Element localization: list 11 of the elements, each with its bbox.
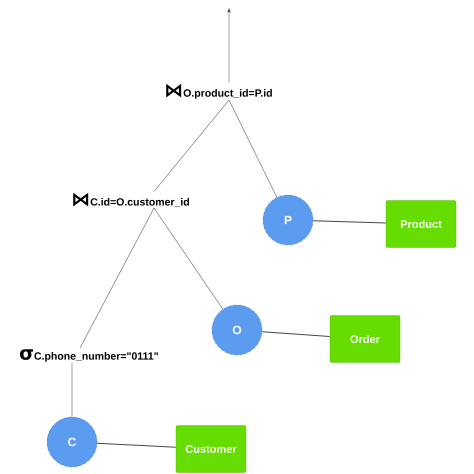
connector-line bbox=[154, 100, 230, 192]
arrow bbox=[227, 8, 231, 83]
connector-line bbox=[312, 220, 386, 224]
connector-line bbox=[96, 442, 176, 448]
connector-line bbox=[228, 100, 278, 198]
connector-line bbox=[80, 208, 154, 348]
connector-line bbox=[262, 331, 330, 338]
table-box: Order bbox=[330, 315, 400, 363]
table-box: Customer bbox=[176, 425, 246, 473]
connector-line bbox=[154, 208, 224, 310]
table-box: Product bbox=[386, 200, 456, 248]
